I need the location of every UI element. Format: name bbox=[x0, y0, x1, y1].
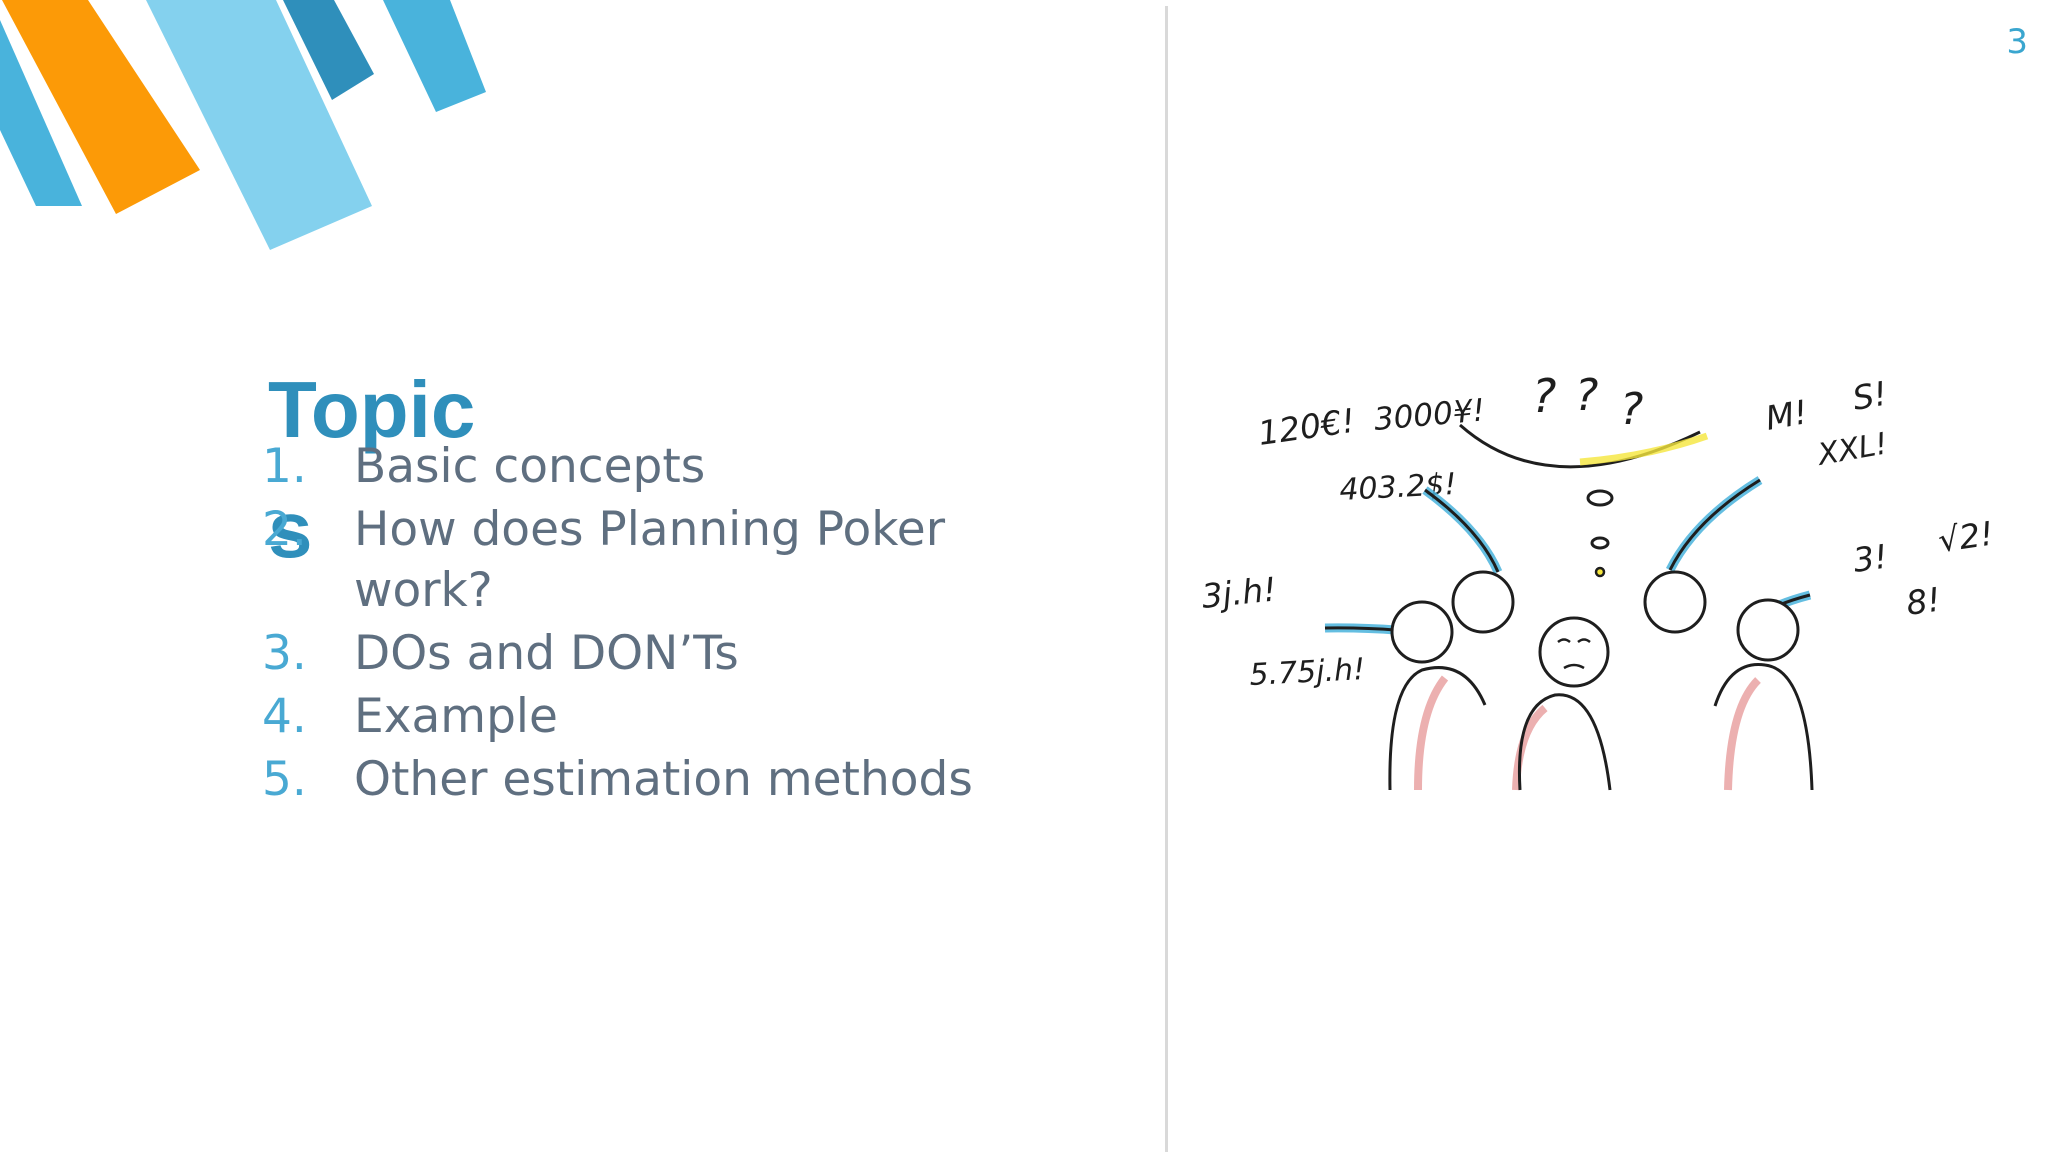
estimate-3-jh: 3j.h! bbox=[1200, 569, 1278, 616]
voice-line bbox=[1422, 486, 1503, 574]
topic-label: How does Planning Poker work? bbox=[354, 502, 946, 618]
topic-number: 1. bbox=[262, 439, 307, 494]
thought-bubble bbox=[1586, 489, 1614, 507]
person-body bbox=[1517, 693, 1612, 791]
deco-stripe-dark-blue bbox=[283, 0, 374, 100]
face-brows bbox=[1557, 638, 1591, 644]
person-head bbox=[1451, 570, 1515, 634]
topic-number: 3. bbox=[262, 626, 307, 681]
person-head bbox=[1390, 600, 1454, 664]
page-number: 3 bbox=[2006, 22, 2028, 62]
question-mark-icon: ? bbox=[1575, 370, 1598, 421]
confused-face-icon bbox=[1538, 616, 1610, 688]
corner-decoration bbox=[0, 0, 486, 250]
topic-item-3: 3. DOs and DON’Ts bbox=[262, 623, 1022, 684]
topic-label: Basic concepts bbox=[354, 439, 706, 494]
person-body bbox=[1388, 666, 1487, 791]
voice-line bbox=[1665, 476, 1763, 573]
topic-item-2: 2. How does Planning Poker work? bbox=[262, 499, 1022, 621]
deco-stripe-light-blue bbox=[146, 0, 372, 250]
person-body bbox=[1512, 704, 1548, 791]
question-mark-icon: ? bbox=[1532, 369, 1556, 423]
topic-number: 4. bbox=[262, 689, 307, 744]
person-body bbox=[1724, 677, 1761, 791]
topic-label: Example bbox=[354, 689, 558, 744]
estimate-5-75-jh: 5.75j.h! bbox=[1249, 652, 1366, 693]
estimate-3: 3! bbox=[1851, 537, 1890, 580]
estimate-sqrt2: √2! bbox=[1936, 514, 1996, 560]
estimate-m: M! bbox=[1763, 392, 1811, 438]
deco-stripe-orange bbox=[2, 0, 200, 214]
person-head bbox=[1643, 570, 1707, 634]
thought-bubble bbox=[1594, 566, 1606, 578]
estimate-120-eur: 120€! bbox=[1256, 401, 1358, 453]
estimate-xxl: XXL! bbox=[1813, 426, 1890, 473]
person-head bbox=[1736, 598, 1800, 662]
topic-number: 2. bbox=[262, 502, 307, 557]
voice-line bbox=[1668, 478, 1761, 571]
deco-stripe-blue-left bbox=[0, 20, 82, 206]
estimate-s: S! bbox=[1850, 374, 1890, 418]
voice-line bbox=[1424, 488, 1500, 573]
estimate-8: 8! bbox=[1904, 580, 1943, 623]
topic-item-1: 1. Basic concepts bbox=[262, 436, 1022, 497]
column-divider bbox=[1165, 6, 1168, 1152]
planning-poker-sketch: 120€! 3000¥! 403.2$! 3j.h! 5.75j.h! M! S… bbox=[1200, 369, 1996, 791]
face-mouth bbox=[1563, 663, 1585, 670]
topic-item-5: 5. Other estimation methods bbox=[262, 749, 1022, 810]
question-mark-icon: ? bbox=[1620, 384, 1643, 435]
topic-label: Other estimation methods bbox=[354, 752, 973, 807]
topic-item-4: 4. Example bbox=[262, 686, 1022, 747]
topic-list: 1. Basic concepts 2. How does Planning P… bbox=[262, 436, 1022, 812]
topic-number: 5. bbox=[262, 752, 307, 807]
person-body bbox=[1414, 675, 1449, 791]
thought-bubble bbox=[1590, 536, 1610, 550]
deco-stripe-mid-blue bbox=[383, 0, 486, 112]
slide-title: Topics bbox=[268, 364, 476, 574]
topic-label: DOs and DON’Ts bbox=[354, 626, 739, 681]
thought-arc-highlight bbox=[1579, 432, 1709, 466]
person-body bbox=[1713, 663, 1814, 791]
